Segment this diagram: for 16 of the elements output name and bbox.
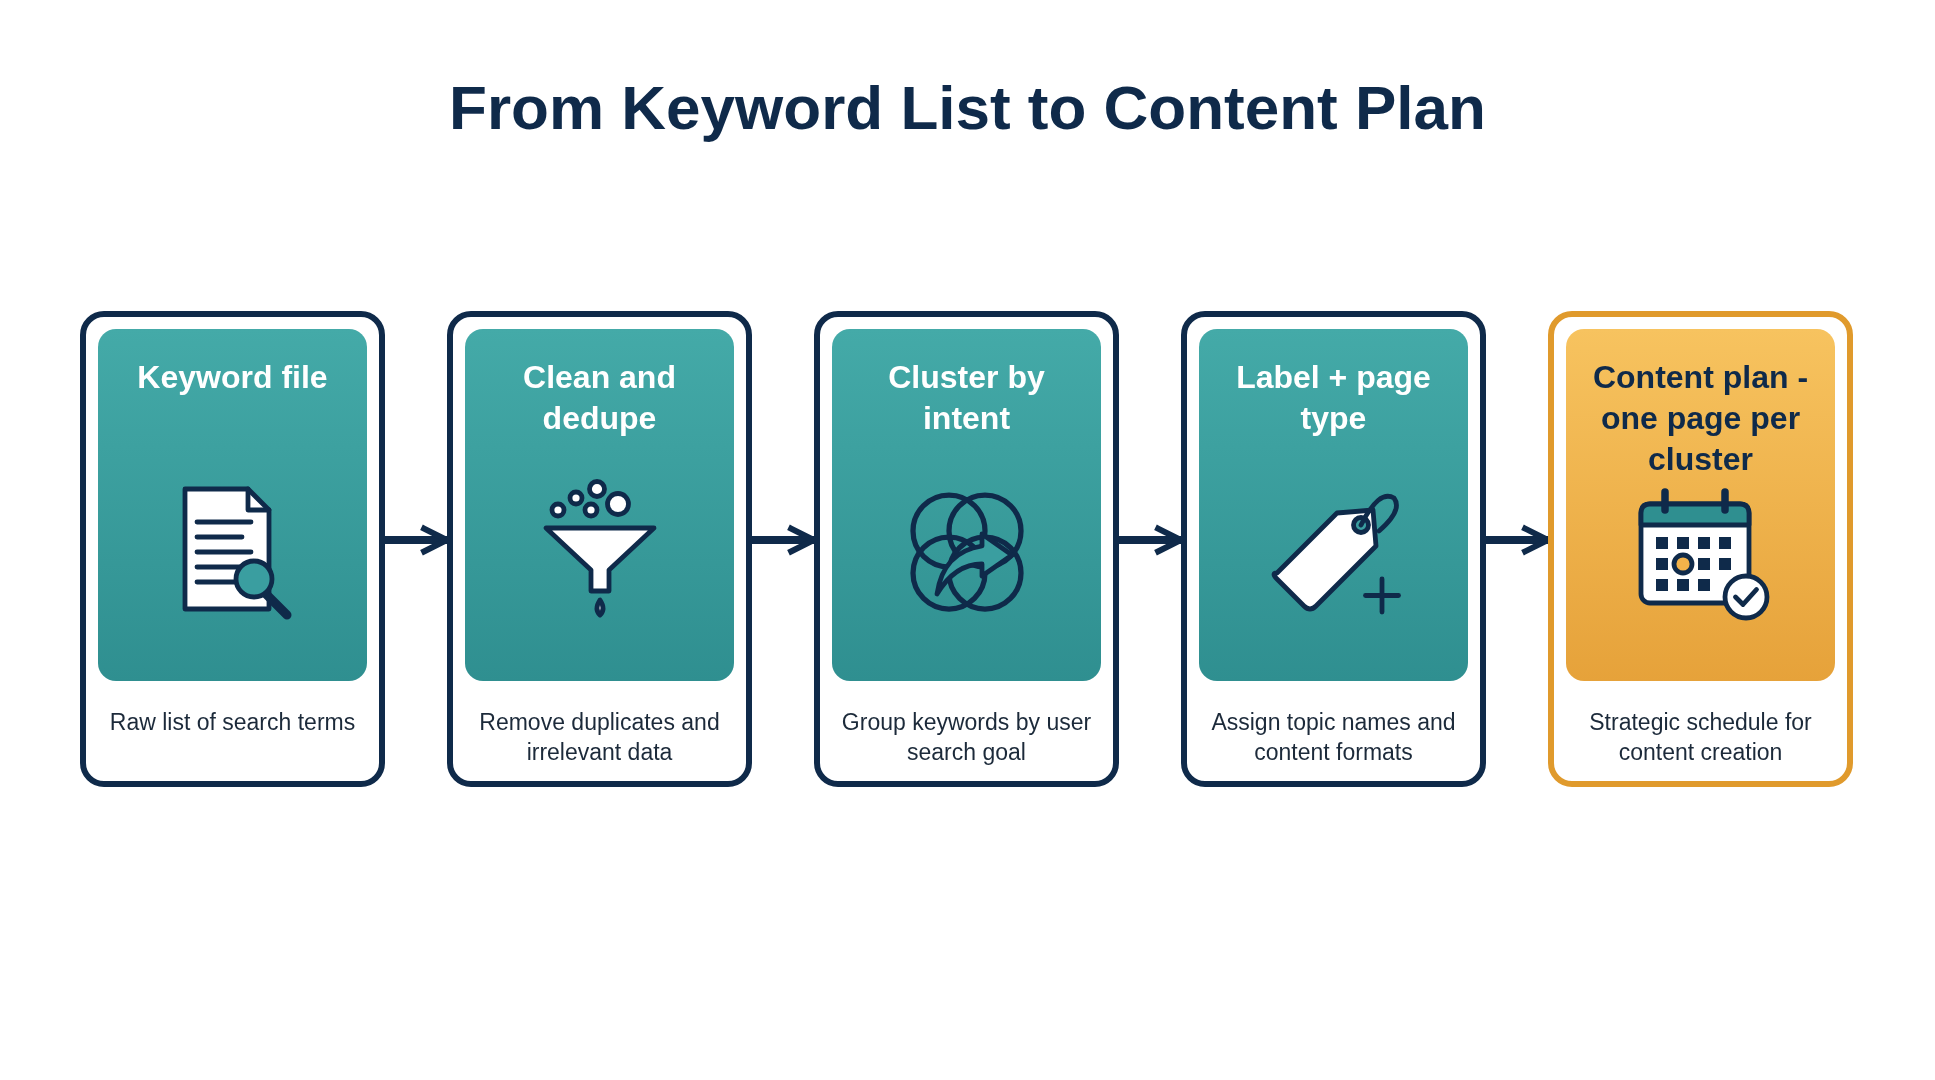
step-description: Strategic schedule for content creation [1588, 708, 1813, 767]
step-card [447, 311, 752, 787]
step-title: Label + page type [1235, 358, 1432, 438]
step-title: Keyword file [136, 358, 329, 397]
step-card [80, 311, 385, 787]
diagram-title: From Keyword List to Content Plan [449, 72, 1486, 143]
step-title: Cluster by intent [887, 358, 1046, 438]
step-description: Remove duplicates and irrelevant data [478, 708, 721, 767]
step-description: Raw list of search terms [108, 708, 357, 737]
step-card [1548, 311, 1853, 787]
step-title: Clean and dedupe [522, 358, 677, 438]
step-description: Assign topic names and content formats [1210, 708, 1457, 767]
step-card [814, 311, 1119, 787]
step-card [1181, 311, 1486, 787]
step-description: Group keywords by user search goal [840, 708, 1093, 767]
step-title: Content plan - one page per cluster [1591, 358, 1810, 479]
